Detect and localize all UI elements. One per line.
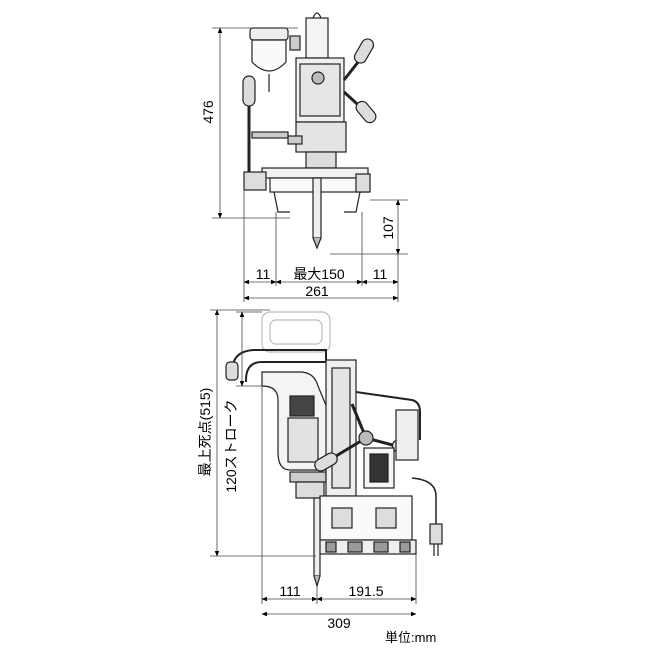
right-edge-11-label: 11 <box>373 266 388 282</box>
side-view-drill <box>225 349 443 589</box>
front-view-drill <box>242 12 377 250</box>
front-111-label: 111 <box>279 583 300 599</box>
raised-position-ghost <box>261 311 331 353</box>
stroke-120-label: 120ストローク <box>223 399 239 492</box>
front-view-dimensions <box>212 27 408 302</box>
side-view-dimensions <box>210 309 417 617</box>
overall-width-261-label: 261 <box>305 283 329 299</box>
rear-191-5-label: 191.5 <box>348 583 383 599</box>
height-476-label: 476 <box>200 100 216 124</box>
left-edge-11-label: 11 <box>256 266 271 282</box>
clamp-107-label: 107 <box>380 216 396 240</box>
max-width-150-label: 最大150 <box>293 266 345 282</box>
overall-length-309-label: 309 <box>327 615 351 631</box>
unit-label: 単位:mm <box>385 630 436 645</box>
top-dead-center-515-label: 最上死点(515) <box>197 388 213 477</box>
